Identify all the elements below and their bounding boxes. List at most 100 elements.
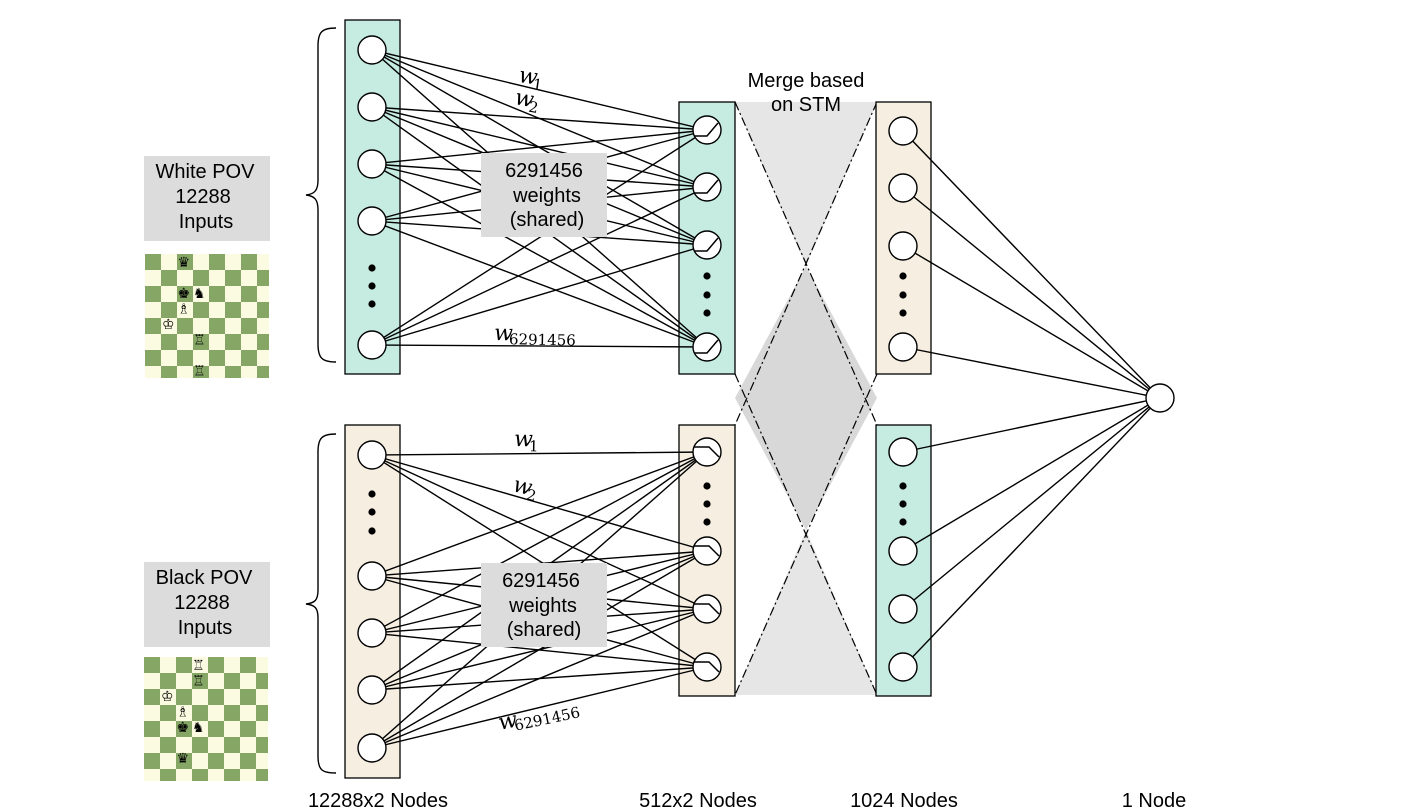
output-layer-label: 1 Node [1122,790,1187,812]
hidden-node [692,172,722,202]
input-hidden-edge [371,129,708,165]
black-pov-inputs: Inputs [178,617,232,639]
ellipsis-dot [703,518,711,526]
black-pov-box: Black POV 12288 Inputs [144,562,270,647]
black-input-brace [305,433,337,774]
weights-box-black: 6291456 weights (shared) [481,563,607,647]
input-hidden-edge [371,451,708,577]
input-hidden-edge [371,49,708,131]
weights-box-white: 6291456 weights (shared) [481,153,607,237]
input-hidden-edge [371,163,708,348]
input-node [357,561,387,591]
white-rook-piece: ♖ [193,363,206,379]
merged-node [888,536,918,566]
input-hidden-edge [371,454,708,552]
weights-word: weights [508,595,577,617]
merge-line [734,101,878,426]
hidden-node [692,437,722,467]
weights-count: 6291456 [505,160,583,182]
white-rook-piece: ♖ [193,332,206,348]
ellipsis-dot [899,272,907,280]
white-bishop-piece: ♗ [176,704,189,720]
black-queen-piece: ♛ [177,255,190,271]
weights-shared: (shared) [507,619,581,641]
svg-text:w: w [494,321,513,346]
merge-note-line1: Merge based [748,70,865,92]
ellipsis-dot [899,291,907,299]
merge-shade-center [735,266,877,530]
merge-note: Merge based on STM [748,70,865,116]
weight-label-w2-bottom: w 2 [511,472,538,506]
layer-labels: 12288x2 Nodes 512x2 Nodes 1024 Nodes 1 N… [308,790,1186,812]
black-pov-title: Black POV [156,567,253,589]
white-pov-box: White POV 12288 Inputs [144,156,270,241]
ellipsis-dot [703,309,711,317]
white-input-brace [305,27,337,363]
input-node [357,35,387,65]
input-hidden-edge [371,451,708,456]
merged-node [888,116,918,146]
ellipsis-dots [368,264,907,535]
ellipsis-dot [899,309,907,317]
black-king-piece: ♚ [177,286,190,302]
ellipsis-dot [368,490,376,498]
ellipsis-dot [703,291,711,299]
merged-output-edge [902,346,1161,399]
merge-line [734,373,878,696]
white-rook-piece: ♖ [192,673,205,689]
merge-shade-top [735,102,877,266]
input-node [357,92,387,122]
ellipsis-dot [703,482,711,490]
svg-text:2: 2 [525,486,538,506]
merged-node [888,437,918,467]
input-node [357,675,387,705]
weight-label-wlast-top: w 6291456 [494,321,576,349]
output-node [1145,383,1175,413]
input-hidden-edge [371,244,708,346]
white-pov-count: 12288 [175,186,231,208]
braces [305,27,337,774]
merged-output-edge [902,397,1161,453]
nodes [357,35,1175,763]
input-node [357,330,387,360]
hidden-node [692,594,722,624]
ellipsis-dot [368,508,376,516]
input-hidden-edge [371,344,708,348]
ellipsis-dot [368,300,376,308]
merged-output-edge [902,245,1161,399]
svg-text:2: 2 [527,98,540,117]
weights-count: 6291456 [502,570,580,592]
input-hidden-edge [371,550,708,749]
input-hidden-edge [371,220,708,348]
weight-label-w1-top: w 1 [517,63,543,94]
white-bishop-piece: ♗ [177,301,190,317]
merged-node [888,594,918,624]
input-hidden-edge [371,129,708,346]
svg-text:6291456: 6291456 [509,330,576,349]
input-node [357,733,387,763]
black-queen-piece: ♛ [176,751,189,767]
hidden-node [692,115,722,145]
hidden-node [692,652,722,682]
white-input-layer [344,19,401,375]
merged-output-edge [902,397,1161,610]
ellipsis-dot [899,482,907,490]
black-pov-board: ♖♖♔♗♚♞♛ [144,657,268,781]
input-node [357,618,387,648]
weights-shared: (shared) [510,209,584,231]
svg-text:w: w [517,63,539,90]
merged-node [888,173,918,203]
hidden-layer-label: 512x2 Nodes [639,790,757,812]
svg-text:1: 1 [529,437,539,455]
input-node [357,440,387,470]
ellipsis-dot [899,500,907,508]
white-pov-board: ♛♚♞♗♔♖♖ [145,254,269,379]
input-node [357,149,387,179]
white-pov-title: White POV [156,161,256,183]
input-hidden-edge [371,666,708,749]
input-layer-label: 12288x2 Nodes [308,790,448,812]
weight-label-w1-bottom: w 1 [514,427,539,455]
svg-text:w: w [496,707,520,735]
weight-label-w2-top: w 2 [513,85,540,117]
